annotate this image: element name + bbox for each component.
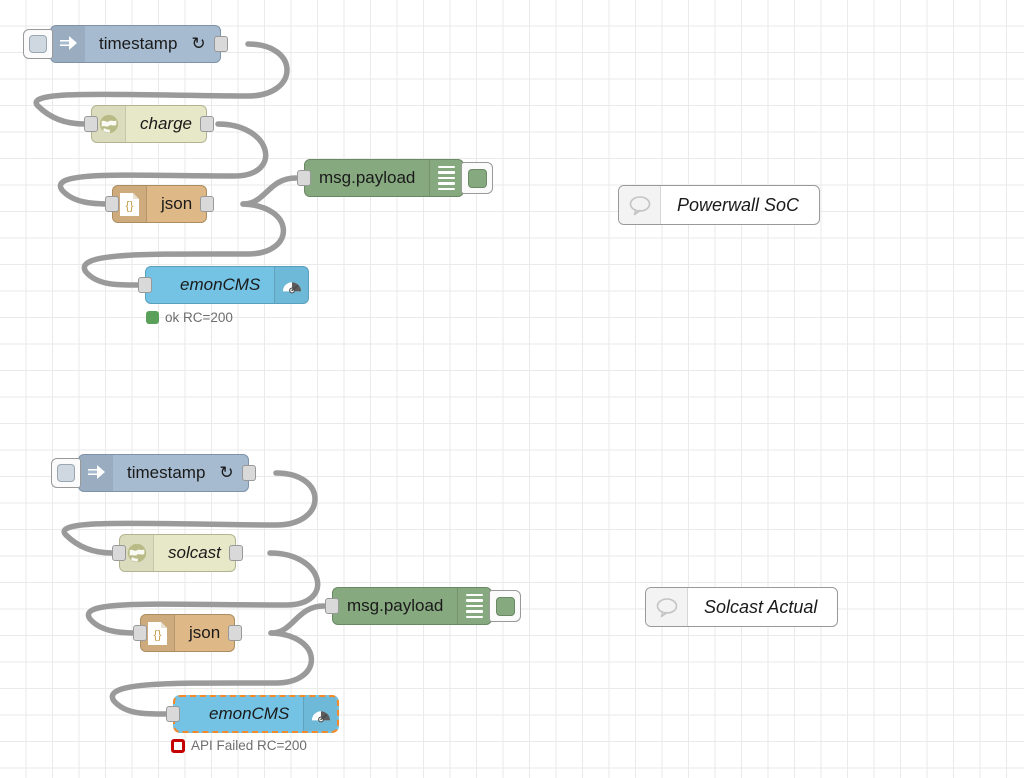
node-status-1: ok RC=200: [146, 310, 233, 325]
status-ok-icon-1: [146, 311, 159, 324]
inject-output-port-2[interactable]: [241, 465, 256, 481]
debug-toggle-square-icon-1: [467, 168, 487, 188]
solcast-node-label: solcast: [168, 543, 221, 562]
debug-lines-icon-1: [429, 160, 463, 196]
emoncms-node-1[interactable]: emonCMS: [138, 266, 310, 304]
charge-output-port[interactable]: [199, 116, 214, 132]
inject-node-label-1: timestamp: [99, 34, 178, 53]
comment-icon-2: [646, 588, 688, 626]
wire-json2-to-debug2: [268, 603, 327, 636]
charge-input-port[interactable]: [84, 116, 98, 132]
comment-label-2: Solcast Actual: [704, 596, 818, 617]
debug-input-port-2[interactable]: [325, 598, 339, 614]
http-request-node-charge[interactable]: charge: [84, 105, 214, 143]
node-status-2: API Failed RC=200: [171, 738, 307, 753]
inject-repeat-icon-1: ↻: [191, 34, 206, 53]
json-input-port-2[interactable]: [133, 625, 147, 641]
debug-toggle-square-icon-2: [495, 596, 515, 616]
emoncms-node-label-1: emonCMS: [180, 275, 261, 294]
emoncms-node-label-2: emonCMS: [209, 704, 290, 723]
json-output-port-2[interactable]: [228, 625, 243, 641]
json-node-2[interactable]: {} json: [133, 614, 243, 652]
debug-input-port-1[interactable]: [297, 170, 311, 186]
comment-label-1: Powerwall SoC: [677, 194, 800, 215]
debug-toggle-button-2[interactable]: [489, 590, 522, 622]
charge-node-label: charge: [140, 114, 192, 133]
inject-button-square-icon: [29, 35, 47, 53]
json-node-1[interactable]: {} json: [105, 185, 215, 223]
inject-arrow-icon: [51, 26, 85, 62]
status-error-icon-2: [171, 738, 185, 753]
inject-button-1[interactable]: [23, 29, 53, 59]
http-request-node-solcast[interactable]: solcast: [112, 534, 243, 572]
json-output-port-1[interactable]: [200, 196, 215, 212]
json-node-label-1: json: [161, 194, 193, 213]
inject-node-timestamp-1[interactable]: timestamp ↻: [23, 25, 228, 63]
debug-node-label-2: msg.payload: [347, 596, 444, 615]
inject-button-square-icon-2: [57, 464, 75, 482]
comment-node-solcast-actual[interactable]: Solcast Actual: [645, 587, 839, 627]
gauge-icon-1: [274, 267, 309, 303]
json-input-port-1[interactable]: [105, 196, 119, 212]
solcast-input-port[interactable]: [112, 545, 126, 561]
json-node-label-2: json: [189, 623, 221, 642]
emoncms-input-port-1[interactable]: [138, 277, 152, 293]
comment-icon-1: [619, 186, 661, 224]
solcast-output-port[interactable]: [228, 545, 243, 561]
inject-arrow-icon-2: [79, 455, 113, 491]
emoncms-node-2[interactable]: emonCMS: [166, 695, 340, 733]
debug-node-2[interactable]: msg.payload: [325, 587, 522, 625]
comment-node-powerwall-soc[interactable]: Powerwall SoC: [618, 185, 821, 225]
debug-lines-icon-2: [457, 588, 491, 624]
inject-button-2[interactable]: [51, 458, 81, 488]
svg-text:{}: {}: [125, 198, 133, 212]
inject-repeat-icon-2: ↻: [219, 463, 234, 482]
node-status-text-1: ok RC=200: [165, 310, 233, 325]
node-status-text-2: API Failed RC=200: [191, 738, 307, 753]
debug-node-1[interactable]: msg.payload: [297, 159, 494, 197]
debug-toggle-button-1[interactable]: [461, 162, 494, 194]
inject-node-timestamp-2[interactable]: timestamp ↻: [51, 454, 256, 492]
inject-node-label-2: timestamp: [127, 463, 206, 482]
gauge-icon-2: [303, 697, 338, 731]
inject-output-port-1[interactable]: [213, 36, 228, 52]
emoncms-input-port-2[interactable]: [166, 706, 180, 722]
svg-text:{}: {}: [153, 627, 161, 641]
debug-node-label-1: msg.payload: [319, 168, 416, 187]
wire-json-to-debug: [240, 175, 299, 207]
